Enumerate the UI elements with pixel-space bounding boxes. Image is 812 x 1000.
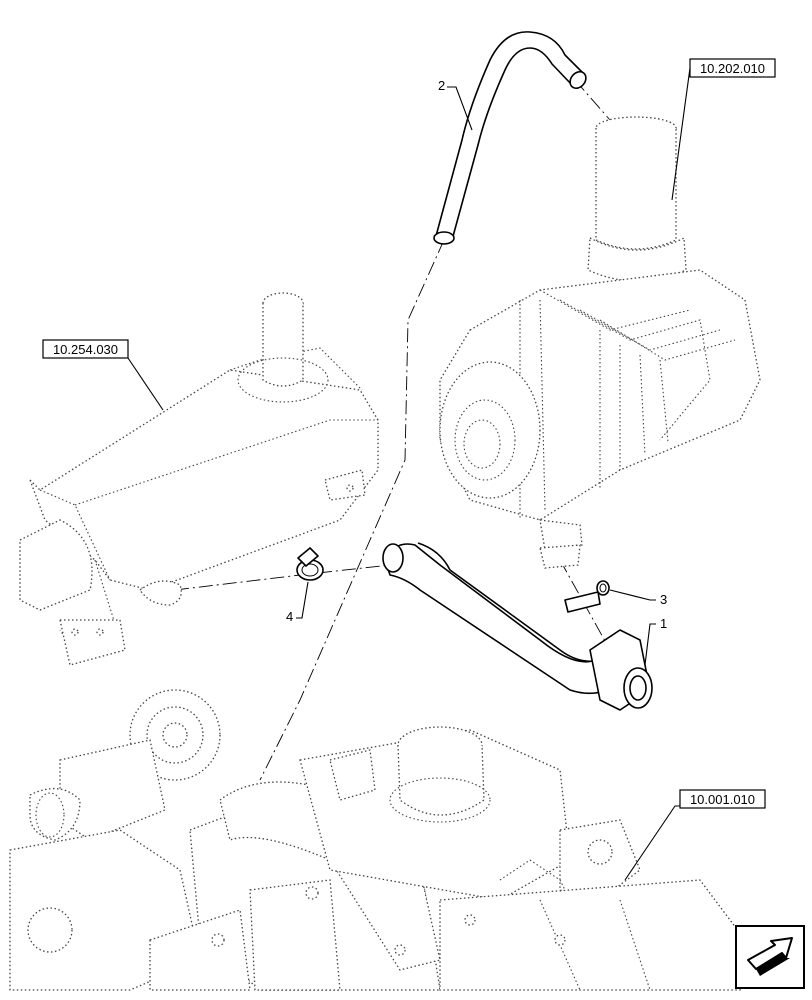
air-cleaner-ghost <box>439 116 761 569</box>
leader-item-1 <box>644 623 656 666</box>
callout-3: 3 <box>660 592 667 607</box>
leader-ref-muffler <box>127 357 164 411</box>
leader-item-4 <box>296 581 309 619</box>
arrow-icon[interactable] <box>735 925 805 989</box>
ref-box-air-cleaner[interactable]: 10.202.010 <box>689 58 776 78</box>
centerline-hose-2 <box>259 239 445 781</box>
ref-label-muffler: 10.254.030 <box>53 342 118 357</box>
callout-2: 2 <box>438 78 445 93</box>
ref-label-engine: 10.001.010 <box>690 792 755 807</box>
part-4-hose-clamp <box>296 547 324 581</box>
leader-ref-engine <box>624 805 680 881</box>
callout-1: 1 <box>660 616 667 631</box>
muffler-ghost <box>19 292 379 666</box>
ref-box-engine[interactable]: 10.001.010 <box>679 789 766 809</box>
leader-item-3 <box>609 589 656 601</box>
part-1-intake-hose <box>382 542 653 711</box>
engine-ghost <box>9 689 761 991</box>
part-3-fitting <box>564 580 610 613</box>
part-2-breather-hose <box>433 31 587 245</box>
leader-ref-air-cleaner <box>671 67 691 201</box>
ref-label-air-cleaner: 10.202.010 <box>700 61 765 76</box>
callout-4: 4 <box>286 609 293 624</box>
ref-box-muffler[interactable]: 10.254.030 <box>42 339 129 359</box>
leader-item-2 <box>447 86 473 131</box>
